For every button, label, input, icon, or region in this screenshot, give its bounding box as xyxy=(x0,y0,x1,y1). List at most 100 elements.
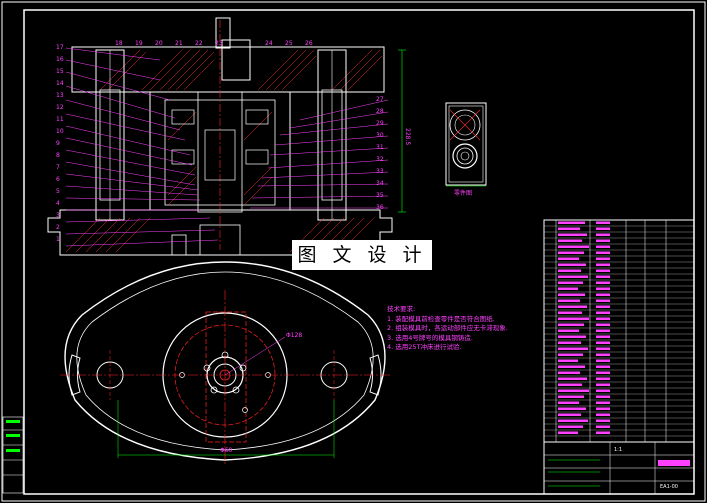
parts-list-material xyxy=(596,275,610,278)
parts-list-material xyxy=(596,359,610,362)
parts-list-entry xyxy=(558,257,579,260)
parts-list-entry xyxy=(558,419,588,422)
parts-list-material xyxy=(596,305,610,308)
parts-list-material xyxy=(596,329,610,332)
parts-list-material xyxy=(596,245,610,248)
watermark: 图 文 设 计 xyxy=(292,240,432,270)
parts-list-entry xyxy=(558,365,585,368)
parts-list-entry xyxy=(558,335,586,338)
parts-list-material xyxy=(596,365,610,368)
parts-list-entry xyxy=(558,413,581,416)
part-number-label: 17 xyxy=(56,44,64,51)
parts-list-entry xyxy=(558,221,585,224)
parts-list-material xyxy=(596,257,610,260)
part-number-label: 24 xyxy=(265,40,273,47)
parts-list-entry xyxy=(558,227,580,230)
parts-list-entry xyxy=(558,359,578,362)
parts-list-material xyxy=(596,407,610,410)
part-number-label: 30 xyxy=(376,132,384,139)
tech-item: 4. 选用25T冲床进行试验. xyxy=(387,343,462,351)
parts-list-material xyxy=(596,281,610,284)
part-number-label: 4 xyxy=(56,200,60,207)
parts-list-entry xyxy=(558,251,584,254)
parts-list-entry xyxy=(558,269,581,272)
part-number-label: 27 xyxy=(376,96,384,103)
parts-list-material xyxy=(596,413,610,416)
parts-list-material xyxy=(596,431,610,434)
parts-list-material xyxy=(596,341,610,344)
part-number-label: 26 xyxy=(305,40,313,47)
parts-list-material xyxy=(596,263,610,266)
parts-list-material xyxy=(596,299,610,302)
parts-list-entry xyxy=(558,293,585,296)
tech-requirements: 技术要求: 1. 装配模具前检查零件是否符合图纸. 2. 组装模具时，各运动部件… xyxy=(387,305,508,353)
parts-list-material xyxy=(596,347,610,350)
parts-list-material xyxy=(596,371,610,374)
parts-list-entry xyxy=(558,401,579,404)
parts-list-material xyxy=(596,419,610,422)
part-number-label: 35 xyxy=(376,192,384,199)
parts-list-entry xyxy=(558,317,589,320)
parts-list-material xyxy=(596,335,610,338)
part-number-label: 13 xyxy=(56,92,64,99)
parts-list-entry xyxy=(558,311,582,314)
parts-list-material xyxy=(596,395,610,398)
parts-list-entry xyxy=(558,347,588,350)
drawing-number: EA1-00 xyxy=(660,484,678,490)
width-dimension: Φ60 xyxy=(220,447,233,454)
parts-list-material xyxy=(596,251,610,254)
part-number-label: 1 xyxy=(56,236,60,243)
parts-list-entry xyxy=(558,371,580,374)
part-number-label: 36 xyxy=(376,204,384,211)
part-number-label: 20 xyxy=(155,40,163,47)
parts-list-entry xyxy=(558,353,583,356)
part-number-label: 31 xyxy=(376,144,384,151)
part-number-label: 21 xyxy=(175,40,183,47)
part-number-label: 25 xyxy=(285,40,293,47)
parts-list-entry xyxy=(558,239,582,242)
part-number-label: 18 xyxy=(115,40,123,47)
parts-list-entry xyxy=(558,245,589,248)
tech-item: 1. 装配模具前检查零件是否符合图纸. xyxy=(387,314,495,323)
part-number-label: 32 xyxy=(376,156,384,163)
part-number-label: 33 xyxy=(376,168,384,175)
parts-list-entry xyxy=(558,329,579,332)
part-number-label: 29 xyxy=(376,120,384,127)
parts-list-material xyxy=(596,323,610,326)
part-number-label: 22 xyxy=(195,40,203,47)
part-number-label: 14 xyxy=(56,80,64,87)
parts-list-entry xyxy=(558,299,580,302)
parts-list-entry xyxy=(558,263,586,266)
parts-list-entry xyxy=(558,305,587,308)
parts-list-entry xyxy=(558,389,589,392)
parts-list-material xyxy=(596,311,610,314)
part-number-label: 16 xyxy=(56,56,64,63)
parts-list-material xyxy=(596,239,610,242)
title-block xyxy=(543,441,695,495)
parts-list-entry xyxy=(558,431,578,434)
parts-list-material xyxy=(596,401,610,404)
part-number-label: 8 xyxy=(56,152,60,159)
parts-list-material xyxy=(596,425,610,428)
parts-list-entry xyxy=(558,275,588,278)
part-number-label: 28 xyxy=(376,108,384,115)
parts-list-entry xyxy=(558,233,587,236)
part-number-label: 9 xyxy=(56,140,60,147)
part-number-label: 15 xyxy=(56,68,64,75)
parts-list-material xyxy=(596,293,610,296)
part-number-label: 23 xyxy=(215,40,223,47)
parts-list-entry xyxy=(558,377,587,380)
left-strip xyxy=(2,416,24,494)
parts-list-entry xyxy=(558,323,584,326)
part-number-label: 5 xyxy=(56,188,60,195)
part-number-label: 12 xyxy=(56,104,64,111)
parts-list-material xyxy=(596,287,610,290)
parts-list-material xyxy=(596,233,610,236)
parts-list-entry xyxy=(558,287,578,290)
parts-list-entry xyxy=(558,341,581,344)
part-number-label: 19 xyxy=(135,40,143,47)
parts-list-entry xyxy=(558,407,586,410)
parts-list-material xyxy=(596,353,610,356)
part-number-label: 3 xyxy=(56,212,60,219)
